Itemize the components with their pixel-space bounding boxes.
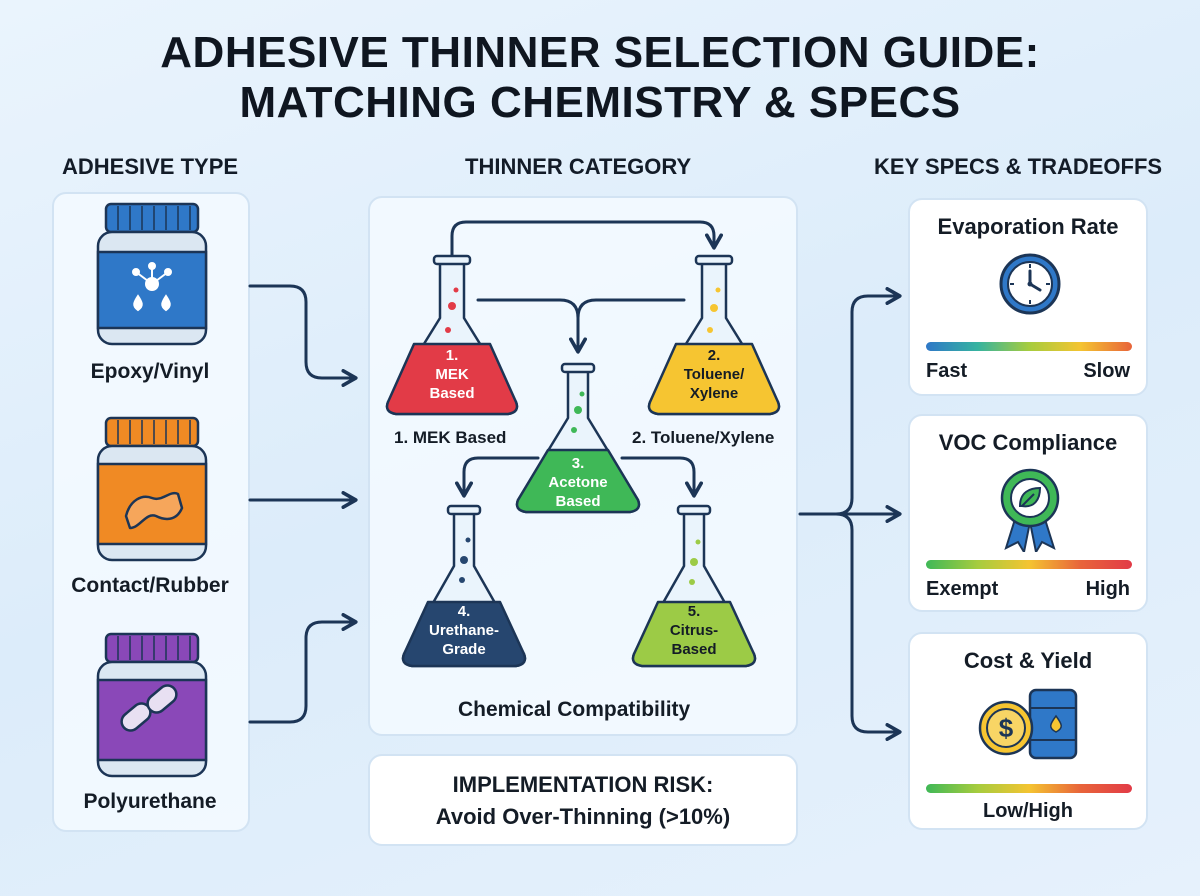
evaporation-gradient-bar [926,342,1132,351]
flask-label-mek: 1. MEK Based [402,346,502,403]
spec-card-cost: Cost & Yield $ Low/High [908,632,1148,830]
jar-polyurethane [96,632,208,778]
title-line-2: MATCHING CHEMISTRY & SPECS [239,78,961,127]
page-title: ADHESIVE THINNER SELECTION GUIDE: MATCHI… [0,28,1200,128]
voc-gradient-bar [926,560,1132,569]
flask-label-toluene-text: 2. Toluene/ Xylene [683,347,745,402]
dollar-coin-barrel-icon: $ [978,688,1078,760]
risk-heading: IMPLEMENTATION RISK: [452,772,714,797]
flask-label-urethane: 4. Urethane- Grade [414,602,514,659]
svg-text:$: $ [999,713,1014,743]
adhesive-column-heading: ADHESIVE TYPE [62,154,239,179]
thinner-footer: Chemical Compatibility [458,698,691,721]
flask-urethane [401,504,527,668]
flask-flow-arrows [450,220,723,498]
rubber-strip-icon [124,491,184,530]
flask-label-citrus-text: 5. Citrus- Based [669,603,719,658]
flask-mek [385,254,519,416]
spec-card-voc: VOC Compliance Exempt High [908,414,1148,612]
molecule-droplets-icon [132,262,172,312]
flask-label-mek-text: 1. MEK Based [429,347,475,402]
risk-text: Avoid Over-Thinning (>10%) [435,804,731,829]
jar-epoxy [96,202,208,346]
adhesive-label-contact: Contact/Rubber [71,574,229,597]
spec-card-evaporation: Evaporation Rate Fast Slow [908,198,1148,396]
link-chain-icon [120,684,178,732]
clock-icon [999,253,1061,315]
voc-low-label: Exempt [926,578,999,600]
spec-title-voc: VOC Compliance [938,430,1118,455]
spec-title-evaporation: Evaporation Rate [937,214,1119,239]
evaporation-low-label: Fast [926,360,968,382]
flask-caption-mek: 1. MEK Based [394,428,507,447]
jar-contact [96,416,208,562]
flask-citrus [631,504,757,668]
title-line-1: ADHESIVE THINNER SELECTION GUIDE: [160,28,1040,77]
voc-high-label: High [1085,578,1130,600]
cost-gradient-bar [926,784,1132,793]
adhesive-arrows [248,284,358,724]
evaporation-high-label: Slow [1083,360,1130,382]
risk-card: IMPLEMENTATION RISK: Avoid Over-Thinning… [368,754,798,846]
leaf-award-ribbon-icon [1000,468,1060,552]
specs-column-heading: KEY SPECS & TRADEOFFS [874,154,1163,179]
cost-range-label: Low/High [983,800,1073,822]
adhesive-label-epoxy: Epoxy/Vinyl [90,360,210,383]
thinner-column-heading: THINNER CATEGORY [465,154,692,179]
flask-label-acetone-text: 3. Acetone Based [548,455,608,510]
flask-label-citrus: 5. Citrus- Based [644,602,744,659]
flask-acetone [515,362,641,514]
flask-toluene [647,254,781,416]
flask-label-urethane-text: 4. Urethane- Grade [428,603,499,658]
spec-title-cost: Cost & Yield [963,648,1093,673]
flask-caption-toluene: 2. Toluene/Xylene [632,428,775,447]
flask-label-acetone: 3. Acetone Based [528,454,628,511]
flask-label-toluene: 2. Toluene/ Xylene [664,346,764,403]
spec-arrows [798,287,902,741]
adhesive-label-polyurethane: Polyurethane [83,790,217,813]
